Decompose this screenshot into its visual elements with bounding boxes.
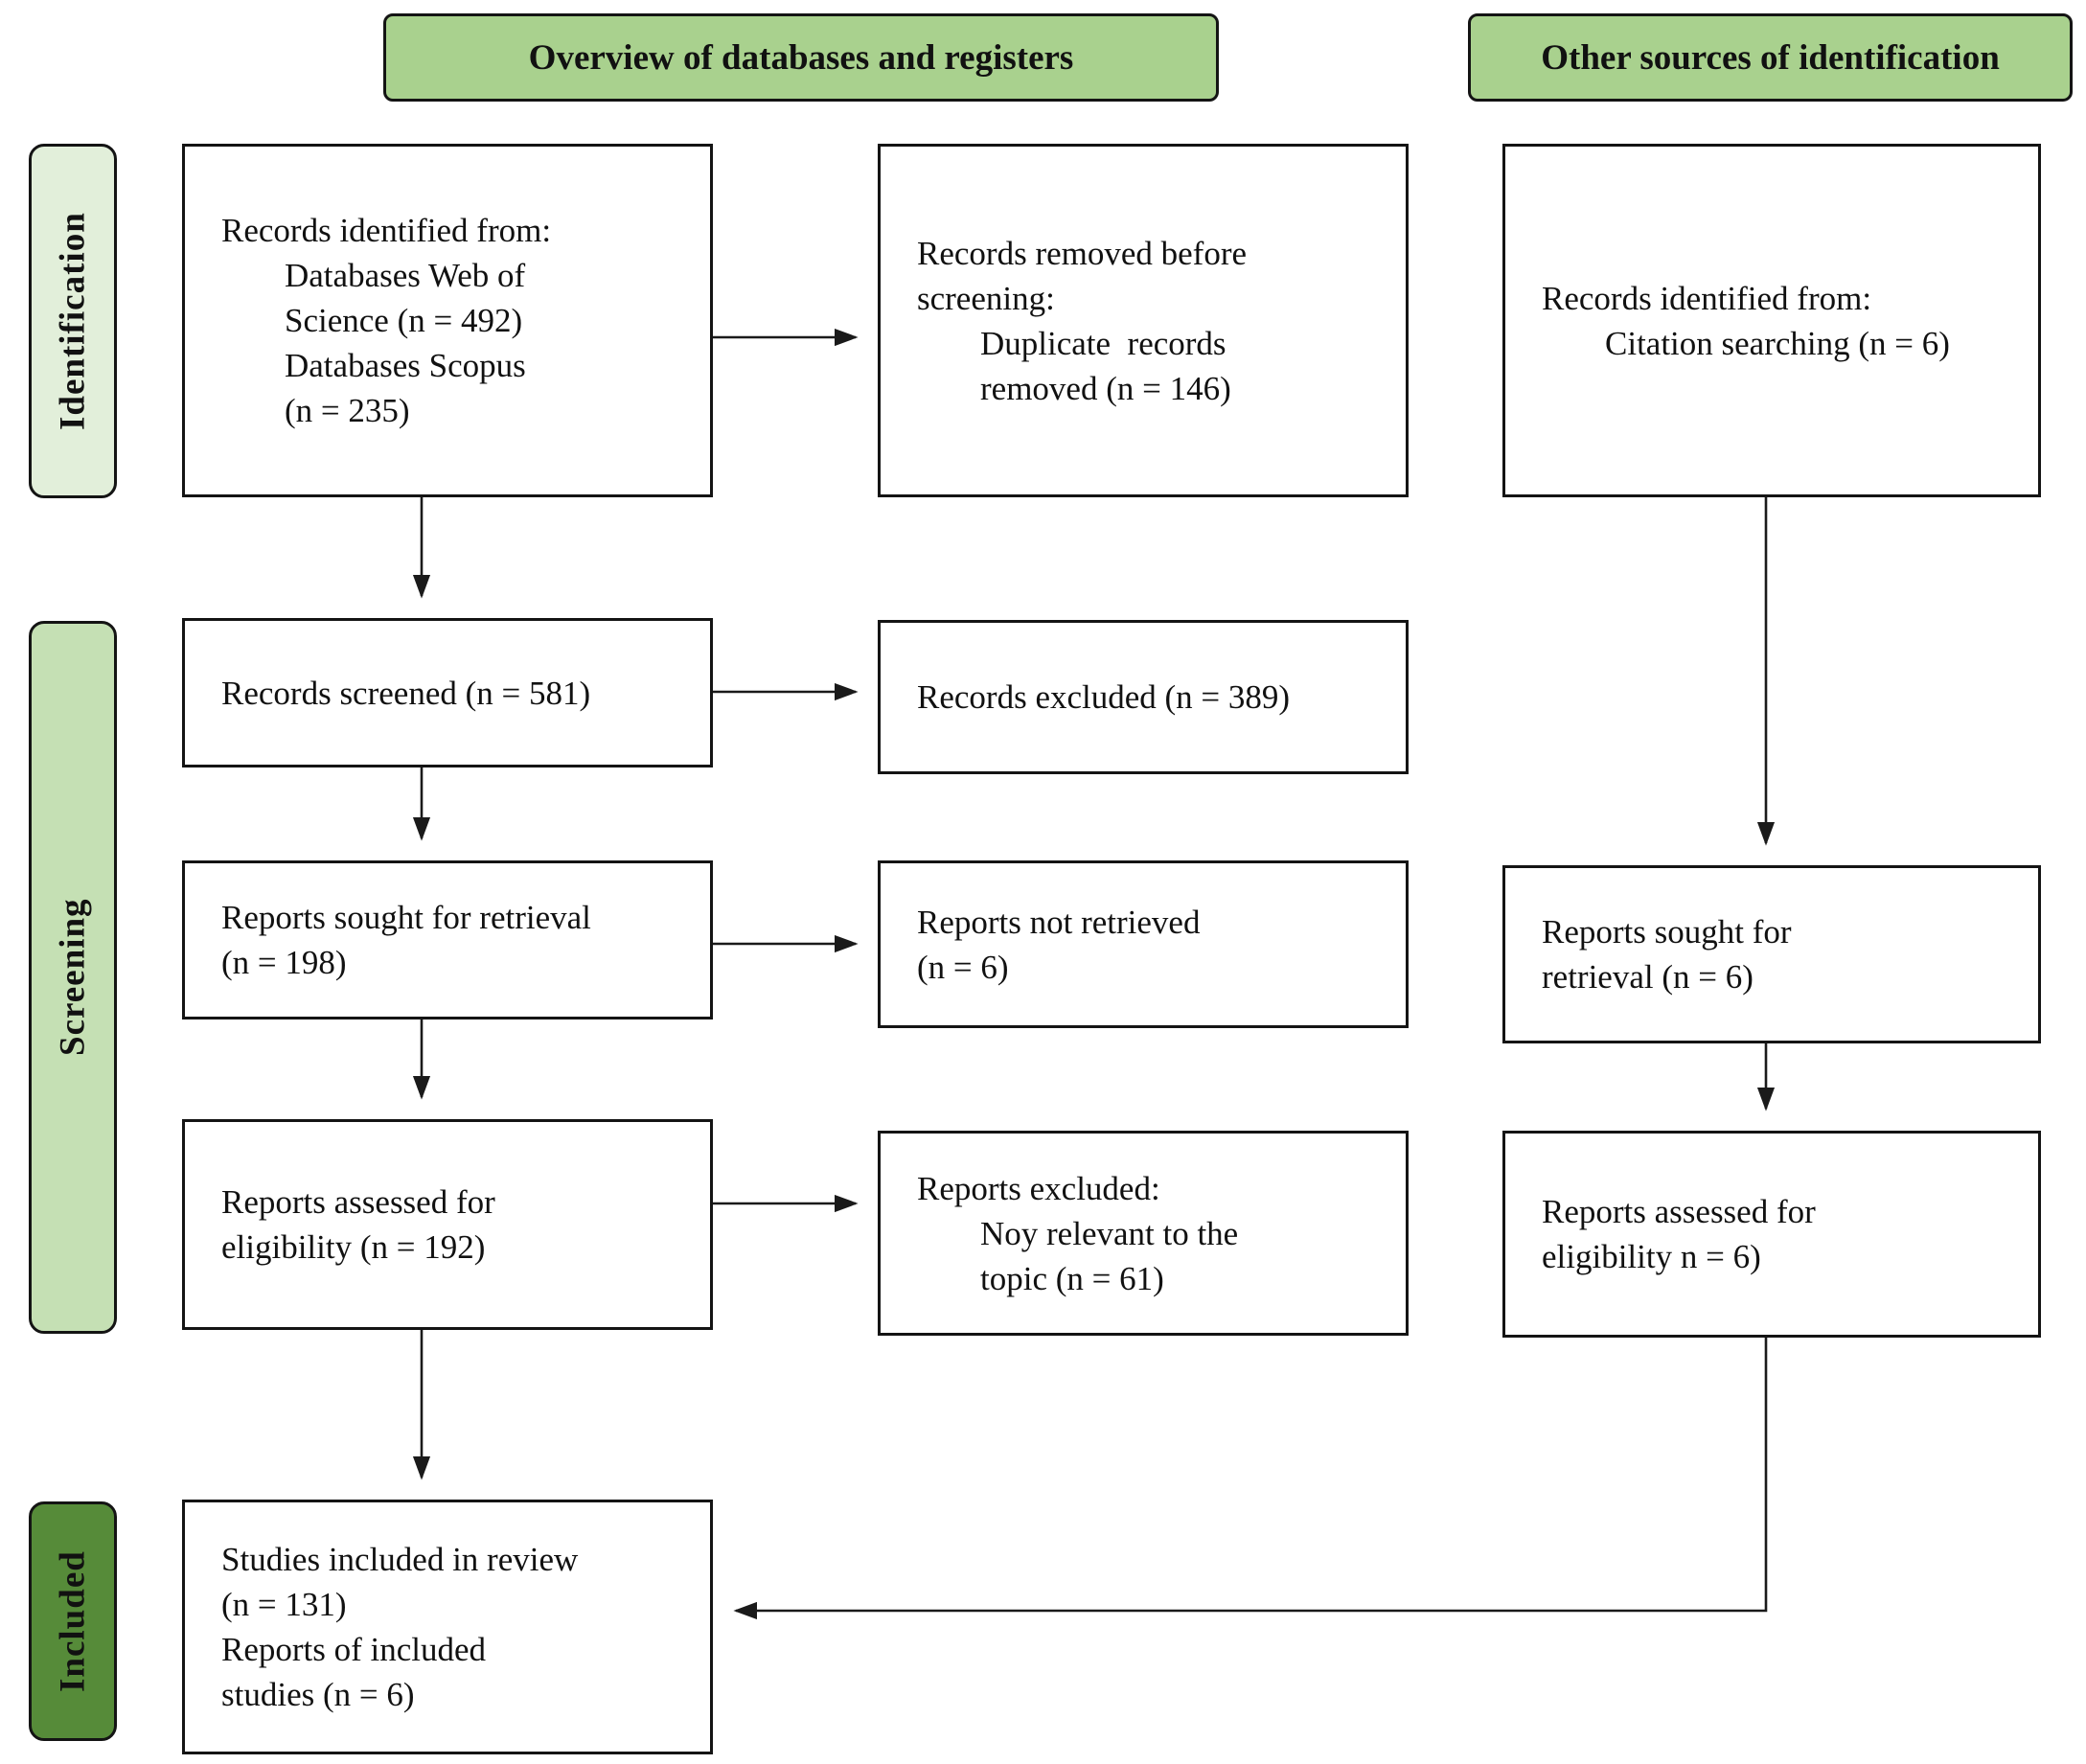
header-other-sources: Other sources of identification (1468, 13, 2073, 102)
box-text-line: Reports assessed for (221, 1183, 495, 1221)
box-text-line: Noy relevant to the (980, 1214, 1239, 1252)
box-text-line: eligibility n = 6) (1542, 1238, 1761, 1275)
box-text-line: Records excluded (n = 389) (917, 678, 1291, 716)
reports-sought-box: Reports sought for retrieval (n = 198) (182, 860, 713, 1019)
records-removed-box: Records removed before screening: Duplic… (878, 144, 1409, 497)
box-text-line: Databases Scopus (285, 347, 526, 384)
box-text-line: Science (n = 492) (285, 302, 523, 339)
stage-label-screening: Screening (29, 621, 117, 1334)
box-text-line: (n = 131) (221, 1586, 347, 1623)
citation-identified-box: Records identified from: Citation search… (1502, 144, 2041, 497)
box-text-line: Records removed before (917, 234, 1248, 272)
records-identified-box: Records identified from: Databases Web o… (182, 144, 713, 497)
header-databases-registers: Overview of databases and registers (383, 13, 1219, 102)
box-text-line: (n = 198) (221, 944, 347, 981)
box-text-line: Citation searching (n = 6) (1605, 324, 1950, 362)
box-text-line: removed (n = 146) (980, 369, 1231, 407)
reports-excluded-box: Reports excluded: Noy relevant to the to… (878, 1131, 1409, 1336)
records-screened-box: Records screened (n = 581) (182, 618, 713, 767)
reports-assessed-box: Reports assessed for eligibility (n = 19… (182, 1119, 713, 1330)
records-excluded-box: Records excluded (n = 389) (878, 620, 1409, 774)
box-text-line: Reports excluded: (917, 1169, 1160, 1207)
citation-assessed-box: Reports assessed for eligibility n = 6) (1502, 1131, 2041, 1338)
box-text-line: eligibility (n = 192) (221, 1228, 486, 1266)
studies-included-box: Studies included in review (n = 131) Rep… (182, 1500, 713, 1754)
stage-label-included: Included (29, 1501, 117, 1741)
box-text-line: (n = 6) (917, 948, 1009, 986)
box-text-line: topic (n = 61) (980, 1259, 1164, 1297)
reports-not-retrieved-box: Reports not retrieved (n = 6) (878, 860, 1409, 1028)
box-text-line: retrieval (n = 6) (1542, 958, 1754, 996)
box-text-line: screening: (917, 279, 1055, 317)
box-text-line: Databases Web of (285, 257, 526, 294)
box-text-line: Duplicate records (980, 324, 1226, 362)
box-text-line: Reports not retrieved (917, 903, 1201, 941)
box-text-line: Records screened (n = 581) (221, 674, 591, 712)
box-text-line: Studies included in review (221, 1541, 579, 1578)
box-text-line: studies (n = 6) (221, 1676, 415, 1713)
box-text-line: Reports sought for retrieval (221, 899, 591, 936)
box-text-line: Reports assessed for (1542, 1193, 1816, 1230)
box-text-line: (n = 235) (285, 392, 410, 429)
box-text-line: Records identified from: (1542, 279, 1872, 317)
stage-label-identification: Identification (29, 144, 117, 498)
box-text-line: Records identified from: (221, 212, 552, 249)
box-text-line: Reports sought for (1542, 913, 1792, 951)
box-text-line: Reports of included (221, 1631, 487, 1668)
citation-sought-box: Reports sought for retrieval (n = 6) (1502, 865, 2041, 1043)
